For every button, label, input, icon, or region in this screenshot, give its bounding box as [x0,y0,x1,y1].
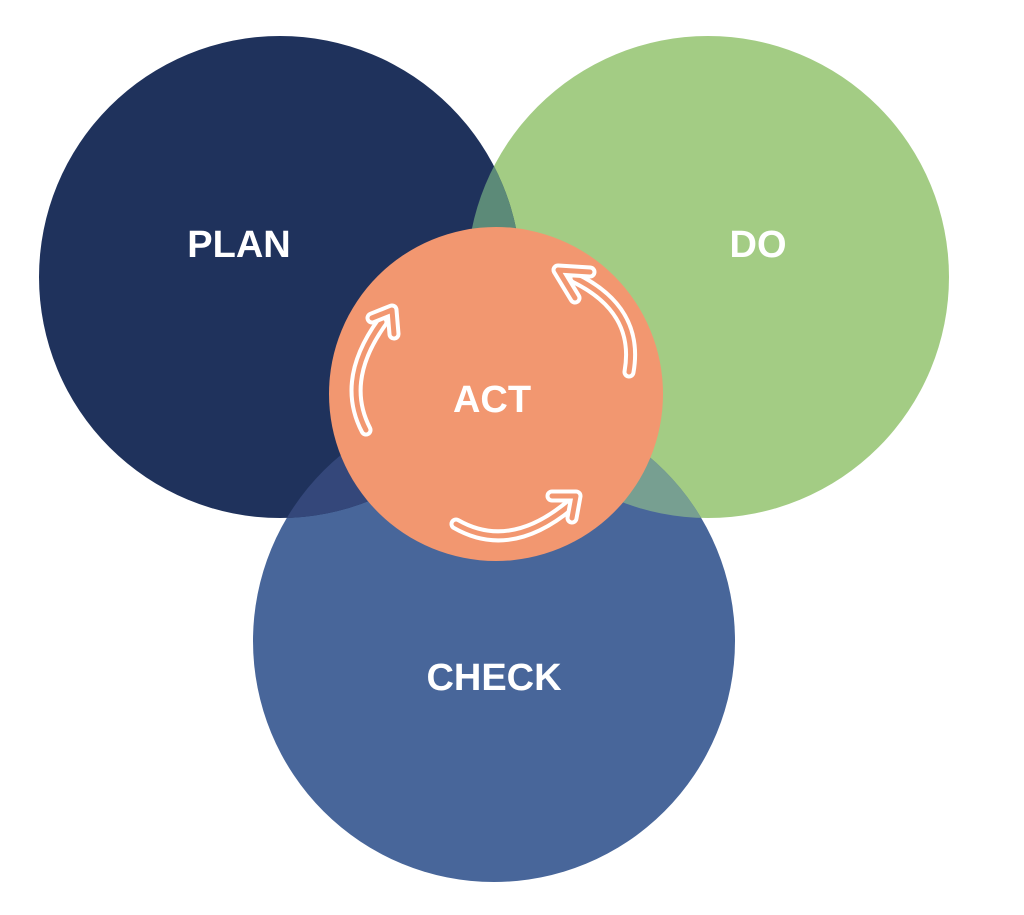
check-label: CHECK [426,657,562,699]
do-label: DO [730,224,787,266]
arrow-right-icon [551,263,638,379]
arrow-left-icon [349,303,401,437]
plan-label: PLAN [187,224,290,266]
cycle-arrows [349,263,638,543]
check-circle [253,400,735,882]
arrow-bottom-icon [449,489,583,543]
act-label: ACT [453,379,531,421]
act-circle [329,227,663,561]
